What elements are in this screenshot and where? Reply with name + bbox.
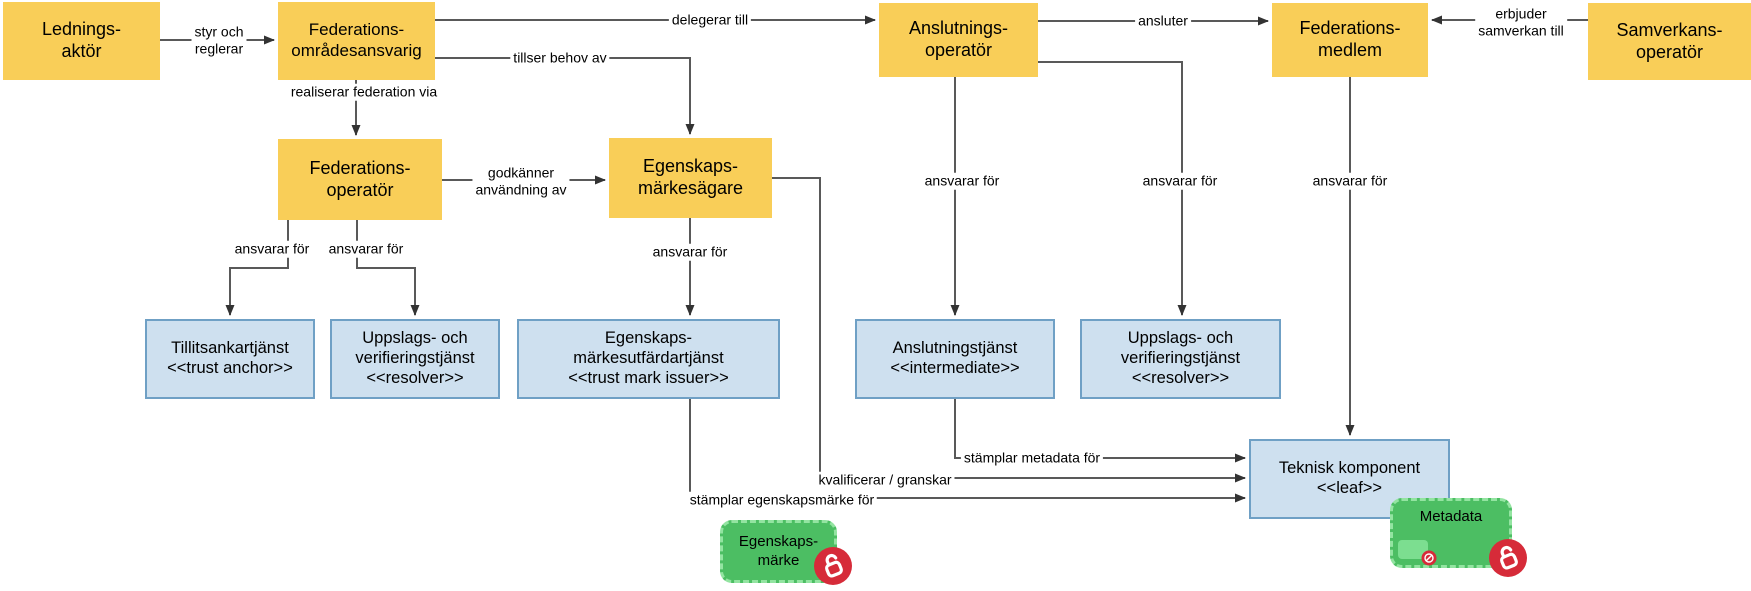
edge-label-ansluter: ansluter	[1135, 12, 1191, 30]
edge-label-stamplar-metadata-for: stämplar metadata för	[960, 449, 1104, 467]
edge-label-erbjuder-samverkan-till: erbjuder samverkan till	[1475, 5, 1567, 39]
node-federations-operator: Federations- operatör	[278, 139, 442, 220]
edge-kvalificerar-granskar	[772, 177, 1246, 483]
node-egenskaps-markesagare: Egenskaps- märkesägare	[609, 138, 772, 218]
edge-label-ansvarar-for-1: ansvarar för	[231, 240, 313, 258]
lock-badge-icon	[814, 547, 852, 585]
edge-label-ansvarar-for-5: ansvarar för	[1139, 172, 1221, 190]
edge-label-ansvarar-for-6: ansvarar för	[1309, 172, 1391, 190]
edge-label-ansvarar-for-2: ansvarar för	[325, 240, 407, 258]
edge-label-stamplar-egenskapsmarke-for: stämplar egenskapsmärke för	[686, 491, 878, 509]
edge-label-kvalificerar-granskar: kvalificerar / granskar	[815, 471, 955, 489]
edge-label-tillser-behov-av: tillser behov av	[510, 49, 610, 67]
node-uppslags-verifieringstjanst-1: Uppslags- och verifieringstjänst <<resol…	[330, 319, 500, 399]
node-lednings-aktor: Lednings- aktör	[3, 2, 160, 80]
edge-label-styr-och-reglerar: styr och reglerar	[191, 23, 247, 57]
metadata-entity-chip	[1398, 540, 1428, 559]
edge-stamplar-egenskapsmarke-for	[689, 399, 1246, 503]
edge-tillser-behov-av	[435, 57, 695, 135]
edge-label-ansvarar-for-3: ansvarar för	[649, 243, 731, 261]
prohibition-badge-icon	[1421, 550, 1437, 566]
edge-ansvarar-for-tillitsankartjanst	[225, 220, 289, 316]
edge-label-ansvarar-for-4: ansvarar för	[921, 172, 1003, 190]
lock-badge-icon	[1489, 539, 1527, 577]
edge-stamplar-metadata-for	[954, 399, 1246, 463]
node-tillitsankartjanst: Tillitsankartjänst <<trust anchor>>	[145, 319, 315, 399]
edge-label-delegerar-till: delegerar till	[668, 11, 752, 29]
node-egenskaps-markesutfardartjanst: Egenskaps- märkesutfärdartjänst <<trust …	[517, 319, 780, 399]
edge-label-realiserar-federation-via: realiserar federation via	[287, 83, 441, 101]
edge-ansvarar-for-uppslagstjanst-1	[356, 220, 420, 316]
node-anslutningstjanst: Anslutningstjänst <<intermediate>>	[855, 319, 1055, 399]
node-samverkans-operator: Samverkans- operatör	[1588, 3, 1751, 80]
node-federations-omradesansvarig: Federations- områdesansvarig	[278, 2, 435, 80]
edge-label-godkanner-anvandning-av: godkänner användning av	[472, 164, 570, 198]
node-anslutnings-operator: Anslutnings- operatör	[879, 3, 1038, 77]
node-uppslags-verifieringstjanst-2: Uppslags- och verifieringstjänst <<resol…	[1080, 319, 1281, 399]
node-federations-medlem: Federations- medlem	[1272, 3, 1428, 77]
edge-ansvarar-for-uppslagstjanst-2	[1038, 61, 1187, 316]
